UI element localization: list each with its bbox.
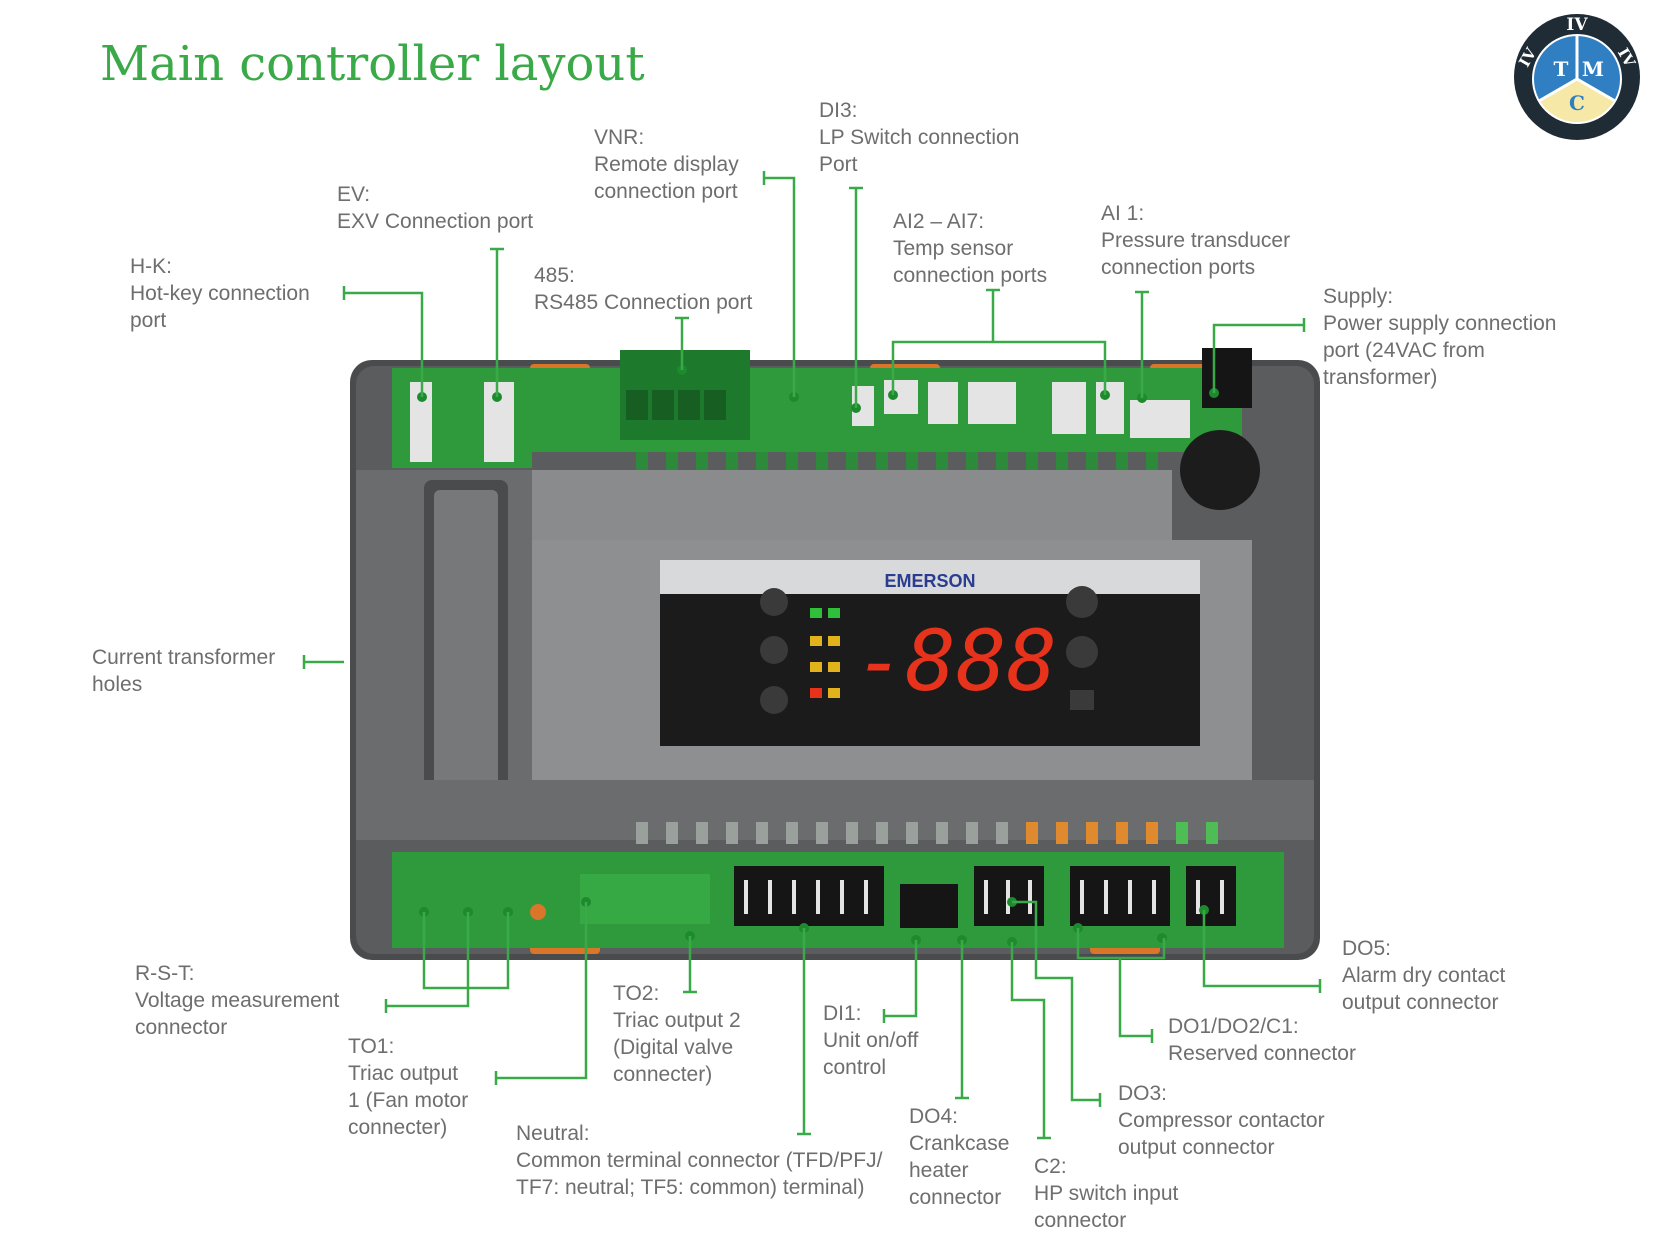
callout-line: Voltage measurement <box>135 987 339 1014</box>
callout-heading: DI1: <box>823 1000 918 1027</box>
callout-line: Reserved connector <box>1168 1040 1356 1067</box>
callout-heading: 485: <box>534 262 752 289</box>
callout-di3: DI3: LP Switch connection Port <box>819 97 1019 178</box>
callout-heading: R-S-T: <box>135 960 339 987</box>
callout-line: Remote display <box>594 151 739 178</box>
callout-line: Port <box>819 151 1019 178</box>
callout-line: connector <box>1034 1207 1178 1234</box>
callout-supply: Supply: Power supply connection port (24… <box>1323 283 1556 391</box>
callout-ai1: AI 1: Pressure transducer connection por… <box>1101 200 1290 281</box>
callout-heading: VNR: <box>594 124 739 151</box>
callout-heading: AI 1: <box>1101 200 1290 227</box>
callout-line: (Digital valve <box>613 1034 741 1061</box>
callout-rst: R-S-T: Voltage measurement connector <box>135 960 339 1041</box>
callout-neutral: Neutral: Common terminal connector (TFD/… <box>516 1120 882 1201</box>
callout-do5: DO5: Alarm dry contact output connector <box>1342 935 1505 1016</box>
callout-line: connection ports <box>893 262 1047 289</box>
callout-line: Unit on/off <box>823 1027 918 1054</box>
callout-heading: TO2: <box>613 980 741 1007</box>
callout-line: holes <box>92 671 275 698</box>
callout-line: connection ports <box>1101 254 1290 281</box>
callout-heading: DO4: <box>909 1103 1009 1130</box>
callout-heading: Neutral: <box>516 1120 882 1147</box>
callout-line: LP Switch connection <box>819 124 1019 151</box>
callout-line: heater <box>909 1157 1009 1184</box>
callout-line: Current transformer <box>92 644 275 671</box>
callout-line: control <box>823 1054 918 1081</box>
callout-line: output connector <box>1118 1134 1325 1161</box>
callout-485: 485: RS485 Connection port <box>534 262 752 316</box>
callout-line: HP switch input <box>1034 1180 1178 1207</box>
callout-current-transformer: Current transformer holes <box>92 644 275 698</box>
callout-line: Common terminal connector (TFD/PFJ/ <box>516 1147 882 1174</box>
callout-line: port <box>130 307 310 334</box>
callout-heading: TO1: <box>348 1033 468 1060</box>
callout-to1: TO1: Triac output 1 (Fan motor connecter… <box>348 1033 468 1141</box>
callout-heading: DI3: <box>819 97 1019 124</box>
callout-heading: H-K: <box>130 253 310 280</box>
callout-line: transformer) <box>1323 364 1556 391</box>
callout-heading: EV: <box>337 181 533 208</box>
callout-line: RS485 Connection port <box>534 289 752 316</box>
callout-heading: AI2 – AI7: <box>893 208 1047 235</box>
callout-ev: EV: EXV Connection port <box>337 181 533 235</box>
callout-do4: DO4: Crankcase heater connector <box>909 1103 1009 1211</box>
callout-to2: TO2: Triac output 2 (Digital valve conne… <box>613 980 741 1088</box>
callout-heading: Supply: <box>1323 283 1556 310</box>
callout-line: connecter) <box>613 1061 741 1088</box>
callout-line: connection port <box>594 178 739 205</box>
callout-line: 1 (Fan motor <box>348 1087 468 1114</box>
callout-line: connector <box>909 1184 1009 1211</box>
callout-line: output connector <box>1342 989 1505 1016</box>
callout-line: connector <box>135 1014 339 1041</box>
callout-line: Pressure transducer <box>1101 227 1290 254</box>
callout-do3: DO3: Compressor contactor output connect… <box>1118 1080 1325 1161</box>
callout-line: Triac output <box>348 1060 468 1087</box>
callout-line: connecter) <box>348 1114 468 1141</box>
callout-line: Hot-key connection <box>130 280 310 307</box>
callout-hk: H-K: Hot-key connection port <box>130 253 310 334</box>
callout-ai2-ai7: AI2 – AI7: Temp sensor connection ports <box>893 208 1047 289</box>
callout-c2: C2: HP switch input connector <box>1034 1153 1178 1234</box>
callout-heading: DO5: <box>1342 935 1505 962</box>
callout-line: Alarm dry contact <box>1342 962 1505 989</box>
callout-do1-do2-c1: DO1/DO2/C1: Reserved connector <box>1168 1013 1356 1067</box>
callout-line: Power supply connection <box>1323 310 1556 337</box>
callout-line: Compressor contactor <box>1118 1107 1325 1134</box>
callout-line: Triac output 2 <box>613 1007 741 1034</box>
callout-line: TF7: neutral; TF5: common) terminal) <box>516 1174 882 1201</box>
callout-line: Temp sensor <box>893 235 1047 262</box>
callout-line: port (24VAC from <box>1323 337 1556 364</box>
callout-heading: DO1/DO2/C1: <box>1168 1013 1356 1040</box>
callout-di1: DI1: Unit on/off control <box>823 1000 918 1081</box>
callout-line: EXV Connection port <box>337 208 533 235</box>
callout-vnr: VNR: Remote display connection port <box>594 124 739 205</box>
callout-heading: DO3: <box>1118 1080 1325 1107</box>
callout-line: Crankcase <box>909 1130 1009 1157</box>
